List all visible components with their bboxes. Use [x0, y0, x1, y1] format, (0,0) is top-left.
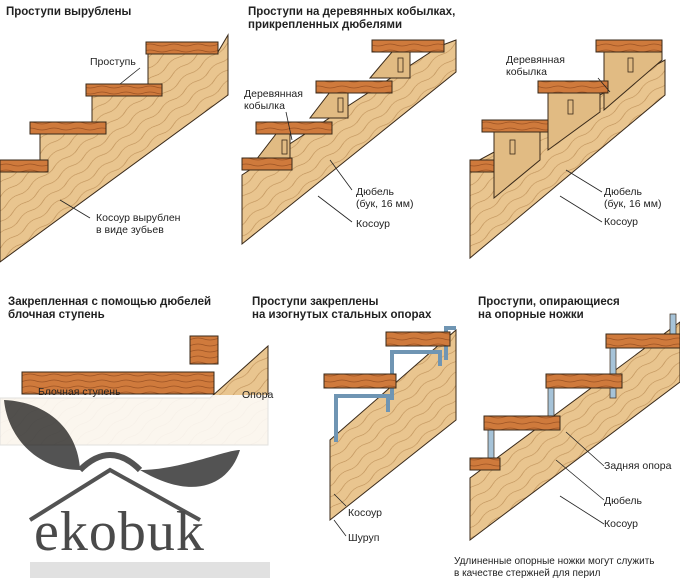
panel-5-label-support: Опора [242, 389, 274, 401]
panel-6-stringer [469, 321, 680, 542]
panel-2-tread-2 [255, 121, 333, 135]
panel-2-tread-3 [315, 80, 393, 94]
panel-1-tread-3 [85, 83, 163, 97]
panel-5-drawing [323, 326, 457, 537]
roof-line-icon [28, 467, 201, 522]
panel-3-tread-2 [481, 119, 549, 133]
panel-4-label-block-step: Блочная ступень [38, 386, 121, 398]
panel-3-tread-4 [595, 39, 663, 53]
panel-6-label-rear-support: Задняя опора [604, 460, 672, 472]
panel-1-label-tread: Проступь [90, 56, 136, 68]
panel-2-label-stringer: Косоур [356, 218, 391, 230]
panel-3-label-dowel: Дюбель (бук, 16 мм) [604, 186, 662, 210]
panel-1-drawing [0, 33, 229, 263]
panel-6-tread-2 [483, 415, 561, 431]
panel-3-label-stringer: Косоур [604, 216, 639, 228]
panel-5-steel-support-3 [444, 326, 456, 360]
panel-4-title: Закрепленная с помощью дюбелей блочная с… [8, 296, 212, 321]
panel-4-block-step [21, 371, 215, 395]
panel-3-tread-1 [469, 159, 495, 173]
panel-5-label-stringer: Косоур [348, 507, 383, 519]
panel-1-tread-1 [0, 159, 49, 173]
panel-5-label-screw: Шуруп [348, 532, 380, 544]
panel-6-title: Проступи, опирающиеся на опорные ножки [478, 296, 620, 321]
panel-2-label-bracket: Деревянная кобылка [244, 88, 303, 112]
panel-2-label-dowel: Дюбель (бук, 16 мм) [356, 186, 414, 210]
panel-6-note: Удлиненные опорные ножки могут служить в… [454, 556, 655, 579]
panel-6-drawing [469, 313, 680, 542]
panel-1-label-stringer: Косоур вырублен в виде зубьев [96, 212, 181, 236]
panel-3-label-bracket: Деревянная кобылка [506, 54, 565, 78]
panel-2-title: Проступи на деревянных кобылках, прикреп… [248, 6, 456, 31]
panel-6-tread-3 [545, 373, 623, 389]
panel-5-steel-support-1 [334, 394, 390, 442]
panel-2-bracket-3 [368, 51, 411, 79]
panel-2-tread-4 [371, 39, 445, 53]
leaf-left-icon [4, 400, 80, 470]
panel-5-title: Проступи закреплены на изогнутых стальны… [252, 296, 432, 321]
panel-6-label-dowel: Дюбель [604, 495, 642, 507]
panel-3-tread-3 [537, 80, 609, 94]
panel-5-stringer [329, 328, 457, 522]
panel-1-tread-4 [145, 41, 219, 55]
panel-2-bracket-2 [308, 91, 349, 119]
leaf-right-icon [140, 450, 240, 487]
watermark-text: ekobuk [34, 501, 205, 563]
panel-6-tread-4 [605, 333, 680, 349]
panel-2-drawing [241, 39, 457, 246]
watermark-logo [0, 395, 310, 586]
panel-6-leg-3 [609, 345, 617, 399]
panel-2-tread-1 [241, 157, 293, 171]
panel-4-block-step-upper [189, 335, 219, 365]
panel-5-tread-2 [385, 331, 451, 347]
panel-3-drawing [469, 39, 666, 260]
panel-6-tread-1 [469, 457, 501, 471]
panel-2-bracket-1 [254, 133, 291, 161]
panel-1-stringer [0, 33, 229, 263]
panel-1-title: Проступи вырублены [6, 6, 132, 18]
panel-1-tread-2 [29, 121, 107, 135]
panel-5-tread-1 [323, 373, 397, 389]
panel-6-label-stringer: Косоур [604, 518, 639, 530]
